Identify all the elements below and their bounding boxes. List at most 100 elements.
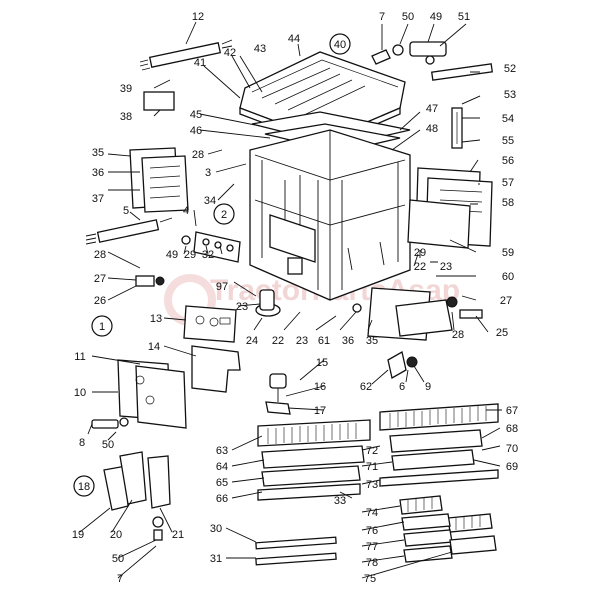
part-label: 37	[92, 193, 104, 205]
part-label: 72	[366, 445, 378, 457]
part-label: 55	[502, 135, 514, 147]
part-label: 25	[496, 327, 508, 339]
part-label: 22	[414, 261, 426, 273]
part-label: 13	[150, 313, 162, 325]
part-label: 22	[272, 335, 284, 347]
group-marker-1: 1	[91, 315, 113, 337]
part-label: 73	[366, 479, 378, 491]
part-label: 15	[316, 357, 328, 369]
part-label: 42	[224, 47, 236, 59]
leader-lines	[79, 21, 502, 579]
part-label: 97	[216, 281, 228, 293]
switch-panel-group-2	[181, 231, 241, 263]
part-label: 65	[216, 477, 228, 489]
part-label: 28	[452, 329, 464, 341]
part-label: 54	[502, 113, 514, 125]
part-label: 31	[210, 553, 222, 565]
part-label: 74	[366, 507, 378, 519]
part-label: 76	[366, 525, 378, 537]
part-label: 49	[430, 11, 442, 23]
knob-62-6-9	[387, 350, 418, 380]
part-label: 36	[342, 335, 354, 347]
part-label: 30	[210, 523, 222, 535]
group-marker-label: 40	[334, 39, 346, 51]
part-label: 64	[216, 461, 228, 473]
part-label: 78	[366, 557, 378, 569]
small-mat-stack-74-78	[399, 495, 497, 563]
part-label: 77	[366, 541, 378, 553]
part-label: 19	[72, 529, 84, 541]
part-label: 4	[183, 205, 189, 217]
wire-harness-12	[139, 39, 233, 71]
cabin-frame	[249, 129, 411, 301]
part-label: 46	[190, 125, 202, 137]
part-label: 35	[366, 335, 378, 347]
part-label: 27	[500, 295, 512, 307]
part-label: 52	[504, 63, 516, 75]
part-label: 43	[254, 43, 266, 55]
group-marker-label: 1	[99, 321, 105, 333]
cover-panel-14	[191, 345, 241, 393]
part-label: 16	[314, 381, 326, 393]
part-label: 56	[502, 155, 514, 167]
part-label: 10	[74, 387, 86, 399]
part-label: 50	[112, 553, 124, 565]
part-label: 60	[502, 271, 514, 283]
part-label: 6	[399, 381, 405, 393]
part-label: 49	[166, 249, 178, 261]
part-label: 67	[506, 405, 518, 417]
part-label: 57	[502, 177, 514, 189]
part-label: 66	[216, 493, 228, 505]
part-label: 28	[192, 149, 204, 161]
part-label: 23	[440, 261, 452, 273]
part-label: 75	[364, 573, 376, 585]
group-marker-label: 18	[78, 481, 90, 493]
part-label: 29	[184, 249, 196, 261]
part-label: 8	[79, 437, 85, 449]
part-label: 5	[123, 205, 129, 217]
part-label: 71	[366, 461, 378, 473]
hinge-assembly-49-51	[371, 41, 447, 65]
part-label: 50	[402, 11, 414, 23]
part-label: 7	[379, 11, 385, 23]
part-label: 32	[202, 249, 214, 261]
part-label: 29	[414, 247, 426, 259]
trim-strip-52	[431, 63, 493, 81]
part-label: 47	[426, 103, 438, 115]
part-label: 70	[506, 443, 518, 455]
parts-drawing	[85, 39, 499, 566]
part-label: 11	[74, 351, 85, 363]
part-label: 24	[246, 335, 258, 347]
part-label: 41	[194, 57, 206, 69]
part-label: 20	[110, 529, 122, 541]
part-number-labels: 12 7 50 49 51 44 42 43 41 39 52 38 53 45…	[72, 11, 518, 585]
part-label: 34	[204, 195, 216, 207]
lamp-24	[255, 289, 281, 317]
side-panel-35-37	[129, 147, 189, 213]
part-label: 28	[94, 249, 106, 261]
floor-mat-stack-67-73	[379, 403, 499, 487]
knob-26	[135, 275, 165, 287]
part-label: 58	[502, 197, 514, 209]
part-label: 33	[334, 495, 346, 507]
part-label: 27	[94, 273, 106, 285]
part-label: 35	[92, 147, 104, 159]
part-label: 9	[425, 381, 431, 393]
part-label: 21	[172, 529, 184, 541]
part-label: 63	[216, 445, 228, 457]
group-marker-18: 18	[73, 475, 95, 497]
part-label: 45	[190, 109, 202, 121]
part-label: 36	[92, 167, 104, 179]
part-label: 39	[120, 83, 132, 95]
trim-strips-30-31	[255, 536, 337, 566]
part-label: 68	[506, 423, 518, 435]
part-label: 61	[318, 335, 330, 347]
part-label: 3	[205, 167, 211, 179]
wiper-motor-35	[352, 287, 483, 341]
part-label: 12	[192, 11, 204, 23]
instrument-panel-13	[183, 305, 237, 343]
part-label: 53	[504, 89, 516, 101]
group-marker-label: 2	[221, 209, 227, 221]
pedal-group-18	[103, 451, 171, 541]
